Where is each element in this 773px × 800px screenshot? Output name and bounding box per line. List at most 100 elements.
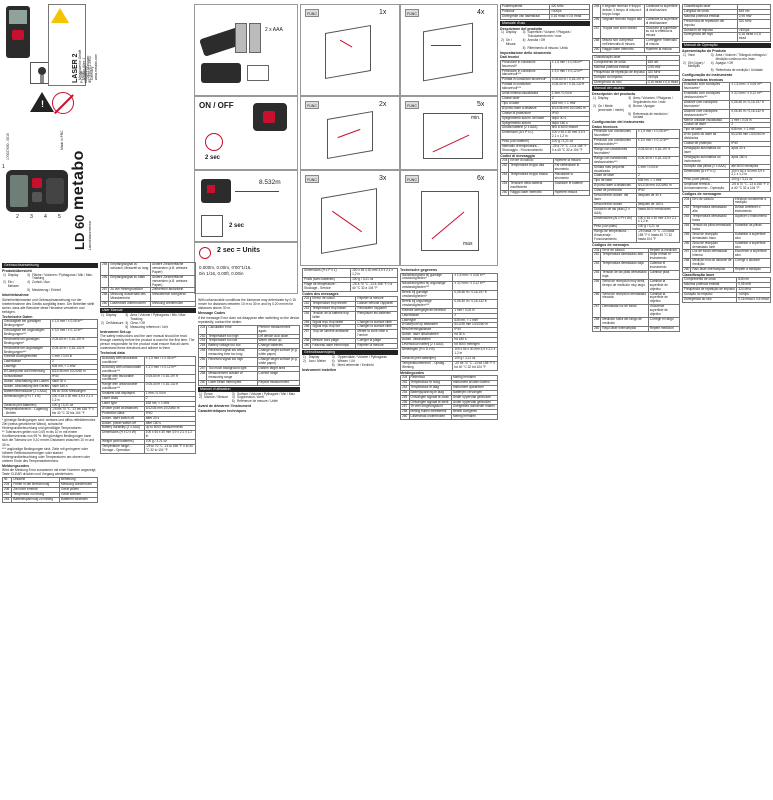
table-cell: Plage de température: - Stockage - Servi… xyxy=(302,281,352,292)
table-cell: 0,16 mrad x 0,6 mrad xyxy=(736,297,771,303)
table-cell: 3) xyxy=(231,391,235,396)
table-cell: Remplacer les batteries xyxy=(355,310,398,321)
table-cell: Wissen / Uit xyxy=(337,358,355,363)
table-row: Intervallo di temperatura: - Stoccaggio … xyxy=(500,144,590,154)
table-row: Battery durability (2 x AAA)up to 5000 m… xyxy=(100,425,196,432)
table-cell: 5) xyxy=(125,324,129,329)
table-cell: 254 xyxy=(302,310,312,321)
table-cell: Temperaturbereich: - Lagerung - Betrieb xyxy=(2,407,51,418)
column-de: Gebrauchsanweisung Produktübersicht 1)Di… xyxy=(2,262,98,798)
table-cell: 260 xyxy=(500,189,510,196)
distance-value: 8.532m xyxy=(259,179,281,186)
distance-sec: 2 sec xyxy=(229,223,245,229)
table-cell: 254 xyxy=(592,270,602,280)
table-cell: 100 g / 3,21 oz xyxy=(49,402,98,409)
figure-panel-3x: FUNC 3x xyxy=(300,170,400,266)
figure-panel-5x: FUNC 5x min. xyxy=(400,96,498,170)
table-cell: Perform measurement again xyxy=(256,324,300,335)
table-cell: Abmessungen (H x T x B) xyxy=(2,393,51,404)
overview-label: Fläche / Volumen / Pythagoras / Min / Ma… xyxy=(32,272,93,281)
table-cell: Sinal de recepção demasiado fraco xyxy=(690,231,734,242)
table-row: Rango con condiciones favorables*0,05-60… xyxy=(592,146,680,157)
table-cell: 4) xyxy=(710,60,714,65)
laser-warning-label: LASER 2 P<1mW 620-690nm IEC 60825-1:2014 xyxy=(48,4,92,86)
table-row: Afmetingen (H x D x B)100 x 54 x 30 mm 3… xyxy=(400,347,498,357)
func-button: FUNC xyxy=(405,175,419,183)
table-cell: Alcance com condições desfavoráveis*** xyxy=(682,108,731,119)
table-cell: 5) xyxy=(710,68,714,73)
table-cell: Display xyxy=(597,95,609,100)
figure-panel-2x: FUNC 2x xyxy=(300,96,400,170)
table-cell: Amplitude térmica: - Armazenamento - Ope… xyxy=(682,182,731,193)
table-cell: Rango con condiciones desfavorables*** xyxy=(592,155,637,166)
table-row: Genauigkeit bei günstigen Bedingungen*± … xyxy=(2,319,98,330)
table-cell: Dejar enfriar el instrumento xyxy=(647,252,680,263)
heading-messages-fr: Codes des messages xyxy=(302,291,339,296)
table-row: Durata batterie (2 x AAA)fino a 5000 mis… xyxy=(500,125,590,132)
table-cell: 2) xyxy=(303,358,306,363)
table-cell: 100 x 54 x 30 mm 3,9 x 2,1 x 1,2 in xyxy=(49,393,98,404)
table-cell: 254 xyxy=(2,496,13,503)
table-cell: Apagar / Off xyxy=(715,60,733,65)
table-cell: Raggio laser interrotto xyxy=(508,189,554,196)
table-cell: Medición fuera del rango de medición xyxy=(600,317,649,327)
table-cell: 255 xyxy=(100,262,110,276)
table-cell: 1) xyxy=(593,95,596,100)
table-cell: Repeat measurement xyxy=(256,379,300,386)
callout-5: 5 xyxy=(58,214,61,220)
func-button: FUNC xyxy=(305,175,319,183)
tech-table-fr-cont: Dimensions (H x P x L)100 x 54 x 30 mm 3… xyxy=(302,268,398,292)
table-row: 5)Referencia de medición / Unidad xyxy=(592,112,680,121)
table-cell: 2) xyxy=(593,103,596,108)
table-cell: 100 g / 3.21 oz xyxy=(143,439,196,446)
table-cell: 0,16 mrad x 0,6 mrad xyxy=(736,32,771,43)
table-cell: 260 xyxy=(682,267,692,273)
table-cell: 3) xyxy=(125,313,129,318)
heading-overview-pt: Apresentação do Produto xyxy=(682,49,726,54)
table-cell: 1) xyxy=(683,52,686,57)
column-fr-nl: Dimensions (H x P x L)100 x 54 x 30 mm 3… xyxy=(302,268,398,798)
table-cell: Clear / Off xyxy=(130,320,145,325)
table-row: Nauwkeurigheid bij ongunstige omstandigh… xyxy=(400,281,498,292)
heading-messages-nl: Meldingcodes xyxy=(400,370,424,375)
messages-intro-en: If the message Error does not disappear … xyxy=(198,315,300,324)
table-cell: 260 xyxy=(592,325,602,332)
heading-messages-de: Meldungscodes xyxy=(2,463,30,468)
table-cell: 255 xyxy=(592,278,602,293)
section-title-en: User Manual xyxy=(100,308,196,314)
units-label: 2 sec = Units xyxy=(217,247,260,254)
table-cell: 0,16 mrad x 0,6 mrad xyxy=(548,13,590,20)
table-cell: 1) xyxy=(101,313,104,318)
table-cell: 0,05-60 m / 0,16-197 ft xyxy=(49,336,98,347)
table-cell: após 30 s xyxy=(729,145,771,156)
table-cell: Tensione della batteria insufficiente xyxy=(508,180,554,191)
table-cell: Darken target area xyxy=(256,365,300,372)
table-cell: Señal de recepción muy débil, tiempo de … xyxy=(600,278,649,293)
table-cell: >400ps xyxy=(736,27,771,34)
table-cell: Cambiar pilas xyxy=(647,270,680,280)
table-cell: Divergencia del rayo xyxy=(682,32,738,43)
table-cell: 4) xyxy=(125,320,129,325)
table-cell: 260 xyxy=(302,343,312,349)
table-cell: 257 xyxy=(100,287,110,294)
heading-overview-it: Descrizione del prodotto xyxy=(500,26,543,31)
table-cell: 3) xyxy=(710,52,714,57)
heading-overview-de: Produktübersicht xyxy=(2,269,32,273)
heading-laser-pt: Classificação laser xyxy=(682,272,715,277)
